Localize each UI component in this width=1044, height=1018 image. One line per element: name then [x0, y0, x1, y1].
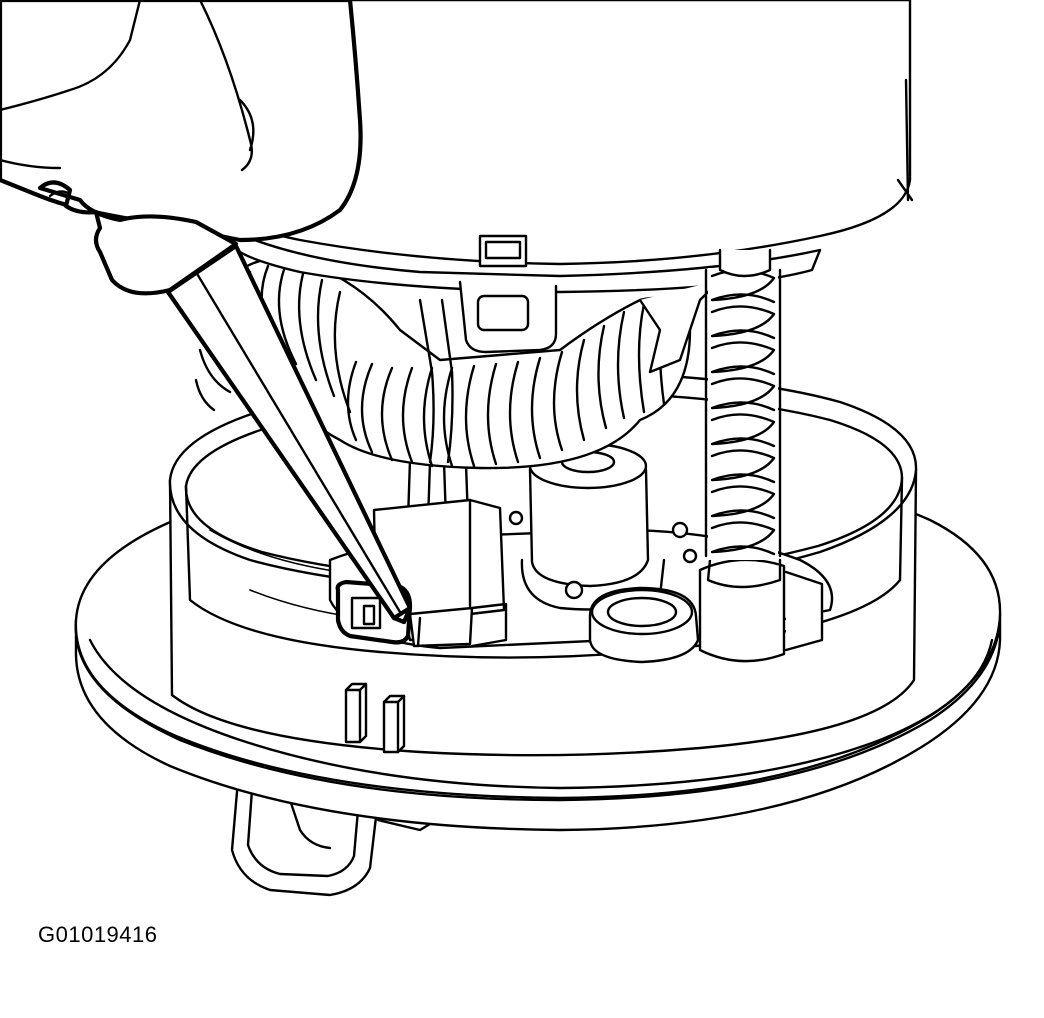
coil-spring	[704, 248, 782, 560]
bucket-left-detail	[194, 348, 232, 412]
pump-cover	[218, 0, 914, 374]
flange-pins	[344, 682, 406, 754]
electrical-connector	[335, 458, 508, 648]
hand-with-screwdriver	[0, 0, 413, 625]
figure-code: G01019416	[38, 922, 158, 947]
